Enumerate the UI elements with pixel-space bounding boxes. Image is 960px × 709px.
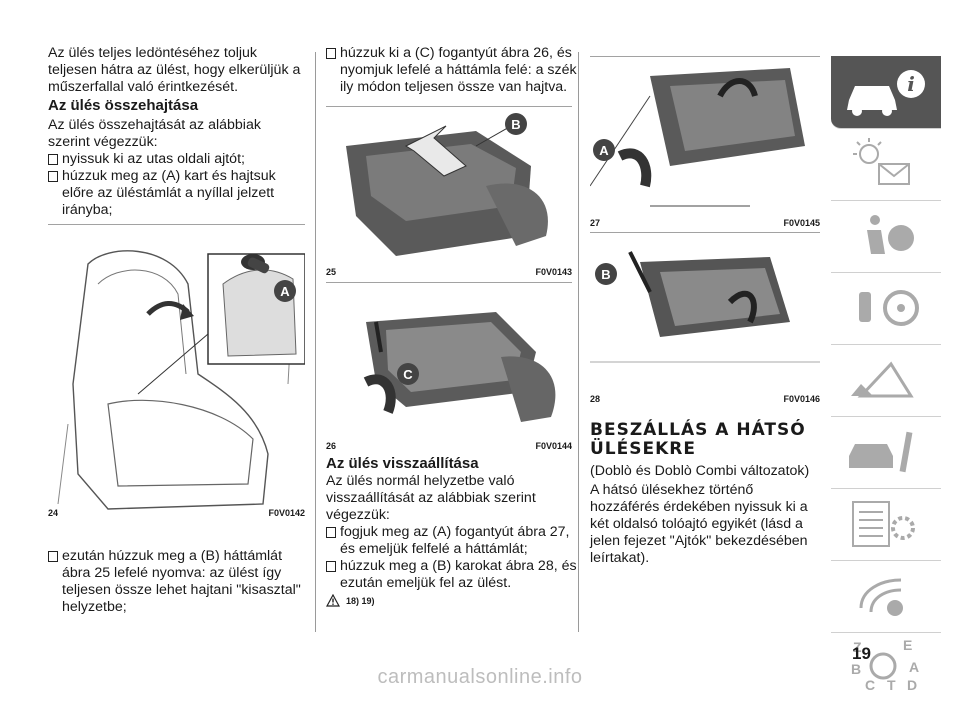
figure-28: B 28 F0V0146 [590, 231, 820, 406]
column-divider [315, 52, 316, 632]
callout-B: B [601, 267, 610, 282]
car-wrench-icon [849, 431, 913, 473]
figure-number: 28 [590, 394, 601, 404]
warning-ref-numbers: 18) 19) [346, 595, 375, 606]
backrest-lift-illustration: A [589, 55, 820, 216]
index-letters-icon: Z E B A C T D [851, 637, 919, 693]
svg-text:B: B [851, 661, 861, 677]
figure-number: 27 [590, 218, 601, 228]
section-heading-fold: Az ülés összehajtása [48, 97, 199, 114]
bullet-item: húzzuk meg az (A) kart és hajtsuk előre … [48, 168, 302, 219]
sidebar-tab-safety[interactable] [831, 200, 941, 273]
figure-code: F0V0144 [535, 441, 572, 451]
figure-number: 25 [326, 267, 337, 277]
sun-envelope-icon [853, 138, 910, 185]
figure-number: 26 [326, 441, 337, 451]
section-heading-restore: Az ülés visszaállítása [326, 455, 479, 472]
music-nav-icon [859, 578, 903, 616]
seat-fold-illustration: B [326, 105, 572, 256]
car-info-icon: i [847, 70, 925, 116]
key-steering-icon [859, 290, 919, 326]
figure-code: F0V0142 [268, 508, 305, 518]
svg-text:E: E [903, 637, 912, 653]
column-divider [578, 52, 579, 632]
seat-illustration: A [48, 223, 306, 510]
section-heading-rear-seats: BESZÁLLÁS A HÁTSÓ ÜLÉSEKRE [590, 421, 806, 459]
bullet-item: húzzuk meg a (B) karokat ábra 28, és ezu… [326, 558, 586, 592]
sidebar-tab-multimedia[interactable] [831, 560, 941, 633]
restore-lead: Az ülés normál helyzetbe való visszaállí… [326, 473, 536, 523]
sidebar-tab-emergency[interactable] [831, 344, 941, 417]
svg-text:D: D [907, 677, 917, 693]
figure-24: A 24 F0V0142 [48, 223, 306, 520]
figure-code: F0V0145 [783, 218, 820, 228]
warning-triangle-icon [851, 361, 914, 398]
warning-refs: 18) 19) [326, 594, 375, 607]
sidebar-tab-maintenance[interactable] [831, 416, 941, 489]
figure-27: A 27 F0V0145 [589, 55, 820, 230]
sidebar-tab-technical[interactable] [831, 488, 941, 561]
heading-line-2: ÜLÉSEKRE [590, 439, 696, 459]
list-gear-icon [852, 501, 915, 547]
bullet-item: ezután húzzuk meg a (B) háttámlát ábra 2… [48, 548, 312, 616]
seat-handle-illustration: C [326, 281, 572, 422]
rear-access-paragraph: A hátsó ülésekhez történő hozzáférés érd… [590, 482, 808, 566]
watermark-text: carmanualsonline.info [377, 666, 583, 688]
callout-A: A [599, 143, 609, 158]
page-number: 19 [852, 644, 871, 663]
bullet-item: nyissuk ki az utas oldali ajtót; [48, 151, 302, 168]
figure-26: C 26 F0V0144 [326, 281, 572, 452]
heading-line-1: BESZÁLLÁS A HÁTSÓ [590, 420, 806, 440]
figure-code: F0V0143 [535, 267, 572, 277]
intro-paragraph: Az ülés teljes ledöntéséhez toljuk telje… [48, 45, 301, 95]
warning-icon [326, 594, 340, 607]
svg-text:i: i [907, 72, 915, 96]
callout-B: B [511, 117, 520, 132]
seat-lever-illustration: B [590, 231, 820, 363]
airbag-icon [867, 215, 914, 254]
svg-text:T: T [887, 677, 896, 693]
variant-subtitle: (Doblò és Doblò Combi változatok) [590, 463, 810, 479]
svg-text:Z: Z [853, 639, 862, 655]
bullet-item: húzzuk ki a (C) fogantyút ábra 26, és ny… [326, 45, 586, 96]
svg-text:A: A [909, 659, 919, 675]
sidebar-tab-starting[interactable] [831, 272, 941, 345]
sidebar-tab-index[interactable]: Z E B A C T D [831, 632, 941, 704]
svg-text:C: C [865, 677, 875, 693]
figure-number: 24 [48, 508, 59, 518]
bullet-item: fogjuk meg az (A) fogantyút ábra 27, és … [326, 524, 586, 558]
fold-lead: Az ülés összehajtását az alábbiak szerin… [48, 117, 261, 150]
sidebar-tab-dashboard[interactable] [831, 128, 941, 201]
figure-25: B 25 F0V0143 [326, 105, 572, 278]
figure-code: F0V0146 [783, 394, 820, 404]
callout-A: A [280, 284, 290, 299]
sidebar-tab-info[interactable]: i [831, 56, 941, 129]
callout-C: C [403, 367, 413, 382]
